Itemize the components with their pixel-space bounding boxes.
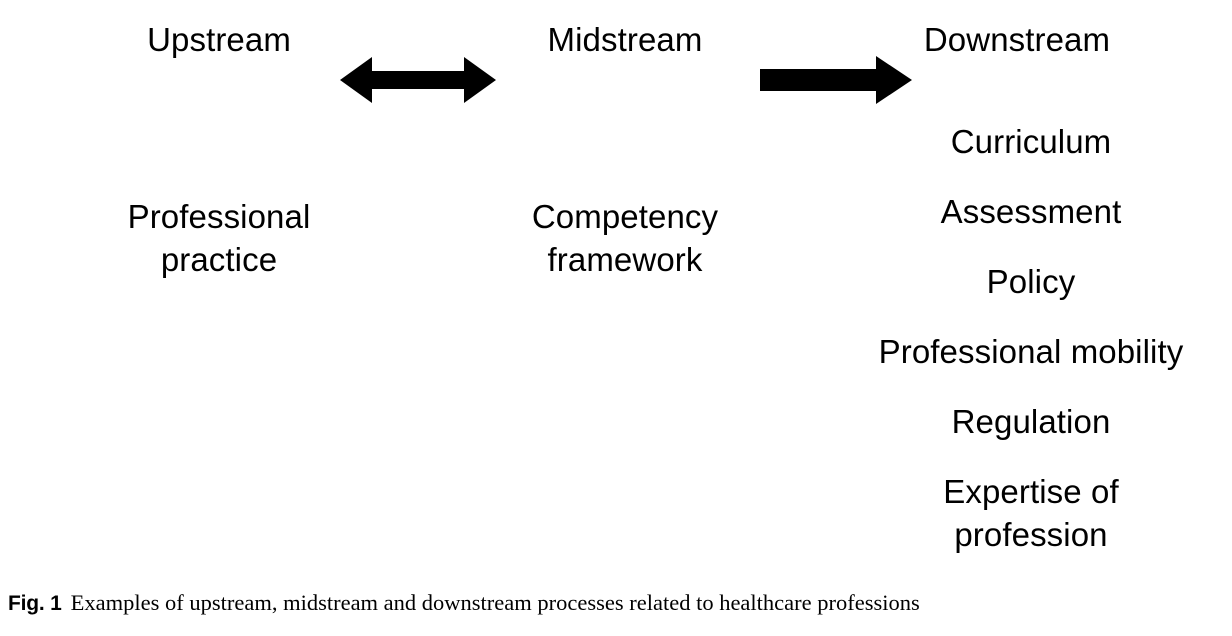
column-heading-upstream: Upstream [147, 21, 291, 58]
downstream-item: Policy [986, 263, 1076, 300]
midstream-process-label: Competency framework [531, 198, 719, 278]
rightward-arrow-icon [760, 53, 912, 107]
downstream-item: Assessment [940, 193, 1122, 230]
column-heading-midstream: Midstream [547, 21, 703, 58]
column-heading-downstream: Downstream [923, 21, 1111, 58]
downstream-item: Professional mobility [878, 333, 1184, 370]
bidirectional-arrow-icon [340, 53, 496, 107]
upstream-process-label: Professional practice [127, 198, 311, 278]
downstream-item: Expertise of profession [943, 473, 1119, 553]
figure-caption-text: Examples of upstream, midstream and down… [70, 590, 920, 615]
downstream-item: Regulation [951, 403, 1111, 440]
figure-caption: Fig. 1 Examples of upstream, midstream an… [8, 588, 1224, 619]
downstream-item: Curriculum [950, 123, 1112, 160]
downstream-process-list: Curriculum Assessment Policy Professiona… [830, 120, 1232, 556]
diagram-canvas: Upstream Midstream Downstream Profession… [127, 21, 1232, 556]
figure-number-label: Fig. 1 [8, 592, 62, 615]
